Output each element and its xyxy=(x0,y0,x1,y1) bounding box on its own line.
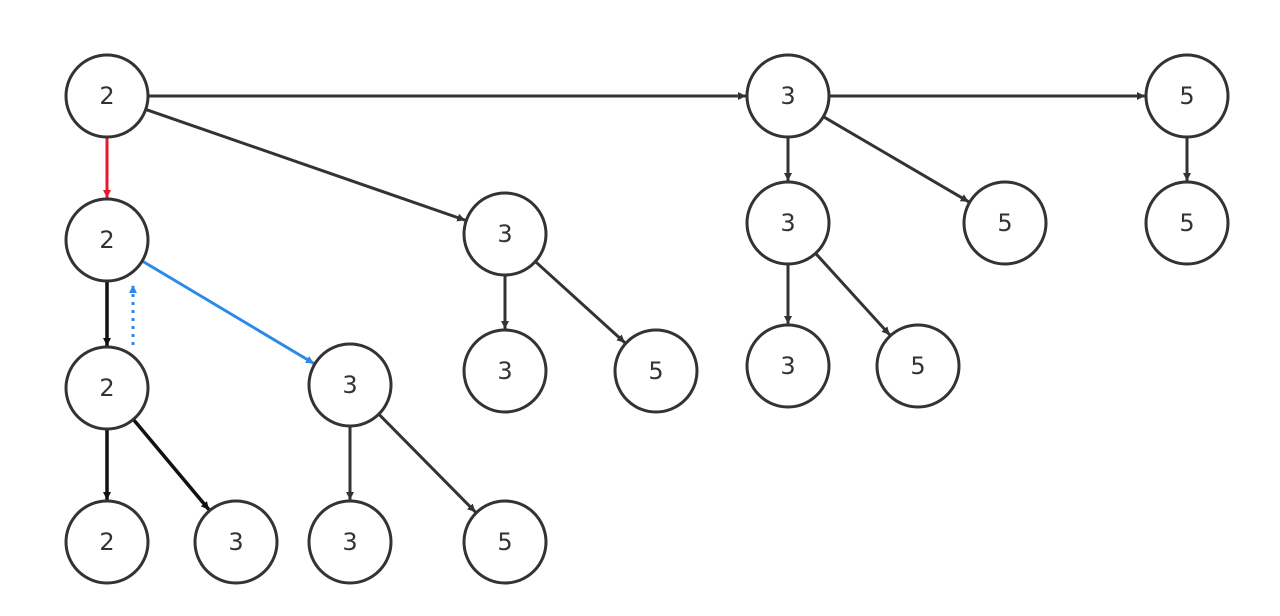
node-label: 5 xyxy=(648,357,663,385)
node-label: 5 xyxy=(1179,209,1194,237)
edge-n9-n17-default xyxy=(377,413,477,514)
node-circle xyxy=(962,180,1048,266)
node-circle xyxy=(307,499,393,585)
node-label: 2 xyxy=(99,374,114,402)
node-circle xyxy=(64,499,150,585)
node-circle xyxy=(745,180,831,266)
node-label: 3 xyxy=(497,357,512,385)
node-circle xyxy=(875,323,961,409)
tree-node-n7: 5 xyxy=(1144,180,1230,266)
tree-node-n2: 5 xyxy=(1144,53,1230,139)
tree-node-n3: 2 xyxy=(64,197,150,283)
tree-node-n8: 2 xyxy=(64,345,150,431)
node-label: 5 xyxy=(1179,82,1194,110)
node-circle xyxy=(1144,53,1230,139)
node-circle xyxy=(64,53,150,139)
tree-node-n10: 3 xyxy=(462,328,548,414)
tree-node-n9: 3 xyxy=(307,342,393,428)
edge-n0-n4-default xyxy=(145,108,466,222)
node-circle xyxy=(1144,180,1230,266)
node-circle xyxy=(745,323,831,409)
node-label: 3 xyxy=(342,528,357,556)
node-circle xyxy=(462,328,548,414)
edge-n1-n6-default xyxy=(822,115,970,204)
tree-node-n0: 2 xyxy=(64,53,150,139)
node-label: 3 xyxy=(497,220,512,248)
node-label: 2 xyxy=(99,226,114,254)
node-label: 5 xyxy=(497,528,512,556)
node-label: 3 xyxy=(780,82,795,110)
nodes-layer: 2 3 5 2 3 3 5 5 2 3 3 5 3 5 2 3 3 5 xyxy=(64,53,1230,585)
edge-n5-n13-default xyxy=(814,252,891,336)
edge-n8-n15-black xyxy=(131,418,211,511)
node-label: 2 xyxy=(99,82,114,110)
edge-n4-n11-default xyxy=(534,260,626,344)
tree-node-n15: 3 xyxy=(193,499,279,585)
node-label: 5 xyxy=(997,209,1012,237)
tree-node-n1: 3 xyxy=(745,53,831,139)
tree-node-n4: 3 xyxy=(462,191,548,277)
node-label: 2 xyxy=(99,528,114,556)
tree-node-n17: 5 xyxy=(462,499,548,585)
edges-layer xyxy=(103,92,1191,514)
node-circle xyxy=(462,191,548,277)
node-circle xyxy=(613,328,699,414)
node-circle xyxy=(307,342,393,428)
node-label: 3 xyxy=(228,528,243,556)
node-label: 3 xyxy=(780,352,795,380)
node-label: 3 xyxy=(342,371,357,399)
tree-node-n5: 3 xyxy=(745,180,831,266)
tree-node-n13: 5 xyxy=(875,323,961,409)
node-circle xyxy=(462,499,548,585)
edge-n3-n9-blue xyxy=(141,259,315,365)
tree-node-n16: 3 xyxy=(307,499,393,585)
tree-node-n11: 5 xyxy=(613,328,699,414)
tree-node-n6: 5 xyxy=(962,180,1048,266)
tree-node-n12: 3 xyxy=(745,323,831,409)
node-circle xyxy=(745,53,831,139)
node-circle xyxy=(193,499,279,585)
node-label: 3 xyxy=(780,209,795,237)
node-circle xyxy=(64,345,150,431)
node-circle xyxy=(64,197,150,283)
node-label: 5 xyxy=(910,352,925,380)
tree-node-n14: 2 xyxy=(64,499,150,585)
